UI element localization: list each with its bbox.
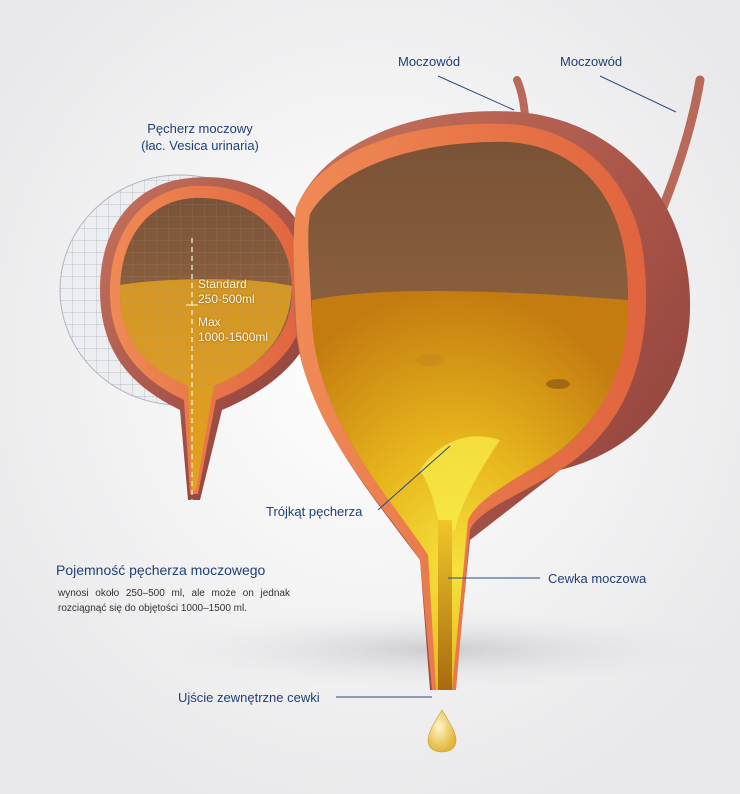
leader-ureter-right <box>599 75 677 113</box>
leader-ureter-left <box>437 75 515 111</box>
large-bladder <box>293 111 691 691</box>
trigone-area <box>420 436 500 530</box>
label-urethra-orifice: Ujście zewnętrzne cewki <box>178 690 320 705</box>
label-max-value: 1000-1500ml <box>198 330 269 344</box>
label-urethra: Cewka moczowa <box>548 571 647 586</box>
label-standard-value: 250-500ml <box>198 292 255 306</box>
urethra-channel <box>438 520 452 690</box>
small-bladder <box>59 174 319 500</box>
ureter-right-tube <box>655 75 705 220</box>
label-ureter-right: Moczowód <box>560 54 623 69</box>
large-bladder-urine <box>312 290 629 690</box>
label-standard: Standard <box>198 277 247 291</box>
label-bladder-latin: (łac. Vesica urinaria) <box>141 138 259 153</box>
description-title: Pojemność pęcherza moczowego <box>56 562 266 578</box>
description-body: wynosi około 250–500 ml, ale może on jed… <box>58 588 290 614</box>
ureter-orifice-left <box>416 354 444 366</box>
label-max: Max <box>198 315 221 329</box>
ureter-orifice-right <box>546 379 570 389</box>
urine-drop <box>427 709 457 753</box>
label-trigone: Trójkąt pęcherza <box>266 504 363 519</box>
leader-trigone <box>377 445 451 511</box>
label-bladder-title: Pęcherz moczowy <box>147 121 253 136</box>
label-ureter-left: Moczowód <box>398 54 461 69</box>
